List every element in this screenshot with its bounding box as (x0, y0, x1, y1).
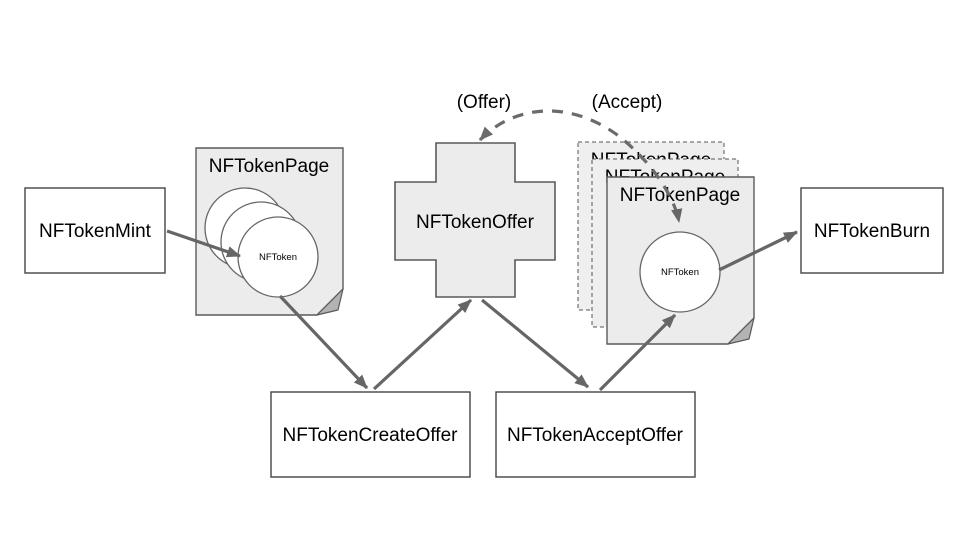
accept-offer-node: NFTokenAcceptOffer (495, 391, 696, 478)
arrows (166, 109, 798, 392)
offer-label: NFTokenOffer (416, 212, 535, 233)
arrow-offer-accept-dashed (478, 109, 683, 223)
arrow-create-offer-to-offer (372, 298, 473, 391)
accept-offer-box (495, 391, 696, 478)
mint-label: NFTokenMint (39, 221, 152, 242)
page-right-fold-corner (727, 317, 755, 345)
edge-label-offer: (Offer) (457, 92, 512, 113)
token-circle-right (639, 231, 721, 313)
page-left-title: NFTokenPage (209, 156, 329, 177)
edge-label-accept: (Accept) (592, 92, 663, 113)
burn-box (800, 187, 944, 274)
page-right-stack: NFTokenPage NFTokenPage NFTokenPage NFTo… (577, 141, 755, 345)
mint-node: NFTokenMint (24, 187, 166, 274)
arrow-token-to-burn (718, 230, 798, 272)
arrow-token-to-create-offer (278, 294, 369, 390)
token-right-label: NFToken (661, 267, 699, 278)
token-left-label: NFToken (259, 252, 297, 263)
arrow-mint-to-token (166, 229, 241, 258)
arrow-offer-to-accept-offer (480, 298, 590, 389)
arrow-accept-offer-to-token (598, 313, 677, 392)
page-left-node: NFTokenPage NFToken (195, 147, 344, 316)
accept-offer-label: NFTokenAcceptOffer (507, 425, 684, 446)
create-offer-node: NFTokenCreateOffer (270, 391, 471, 478)
burn-label: NFTokenBurn (814, 221, 930, 242)
offer-node: NFTokenOffer (394, 142, 556, 298)
page-right-front-title: NFTokenPage (620, 185, 740, 206)
page-left-fold-corner (316, 288, 344, 316)
burn-node: NFTokenBurn (800, 187, 944, 274)
mint-box (24, 187, 166, 274)
create-offer-box (270, 391, 471, 478)
create-offer-label: NFTokenCreateOffer (283, 425, 459, 446)
